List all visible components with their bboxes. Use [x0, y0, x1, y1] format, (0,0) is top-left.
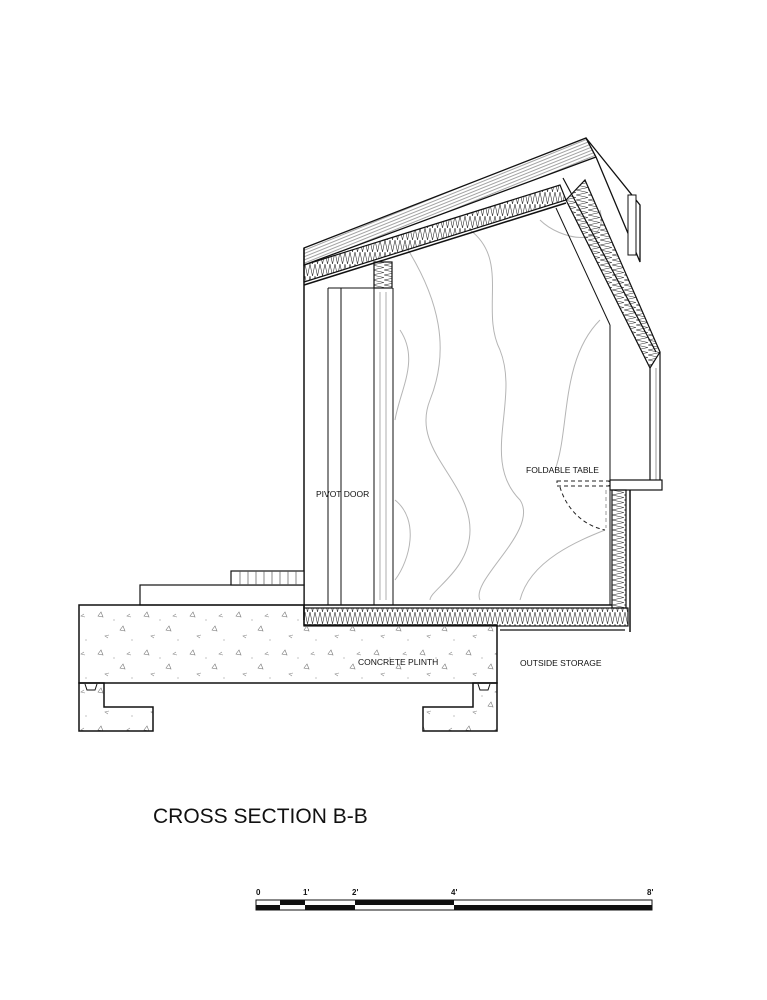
scale-tick-4: 4' [451, 888, 457, 897]
concrete-plinth: CONCRETE PLINTH [78, 604, 498, 732]
foldable-table: FOLDABLE TABLE [526, 465, 610, 531]
scale-tick-1: 1' [303, 888, 309, 897]
sloped-wall [555, 177, 661, 370]
concrete-plinth-label: CONCRETE PLINTH [358, 657, 438, 667]
scale-bar: 0 1' 2' 4' 8' [255, 888, 653, 911]
pivot-door-wall: PIVOT DOOR [303, 248, 394, 620]
foldable-table-label: FOLDABLE TABLE [526, 465, 599, 475]
pivot-door-label: PIVOT DOOR [316, 489, 369, 499]
lower-right-wall [609, 485, 631, 632]
scale-tick-2: 2' [352, 888, 358, 897]
scale-tick-0: 0 [256, 888, 261, 897]
outside-storage-label: OUTSIDE STORAGE [520, 658, 602, 668]
wood-grain-contours [394, 209, 606, 601]
scale-tick-8: 8' [647, 888, 653, 897]
entry-step [139, 570, 305, 606]
roof-section [303, 137, 641, 289]
drawing-title: CROSS SECTION B-B [153, 805, 368, 828]
